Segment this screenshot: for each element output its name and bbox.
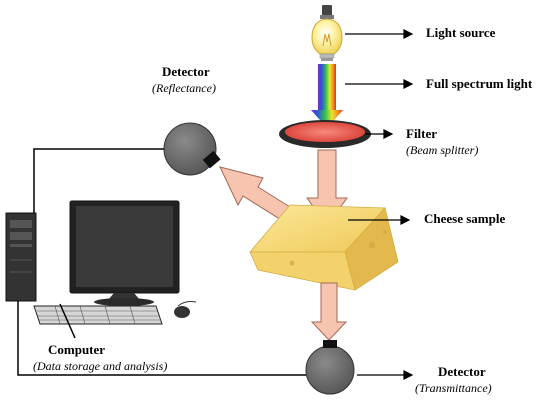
label-detector-transmittance-sub: (Transmittance): [415, 381, 492, 395]
full-spectrum-beam: [311, 64, 343, 128]
label-detector-reflectance-sub: (Reflectance): [152, 81, 216, 95]
label-light-source: Light source: [426, 25, 496, 40]
label-detector-reflectance: Detector: [162, 64, 210, 79]
label-filter-sub: (Beam splitter): [406, 143, 479, 157]
filter-icon: [279, 120, 371, 148]
label-filter: Filter: [406, 126, 438, 141]
transmittance-detector-icon: [305, 340, 355, 395]
label-pointers: [345, 29, 414, 380]
label-computer-sub: (Data storage and analysis): [33, 359, 168, 373]
label-computer: Computer: [48, 342, 106, 357]
label-cheese-sample: Cheese sample: [424, 211, 506, 226]
desktop-computer-icon: [5, 200, 197, 325]
transmission-arrow: [310, 282, 348, 341]
label-full-spectrum-light: Full spectrum light: [426, 76, 533, 91]
light-bulb-icon: [311, 5, 343, 61]
label-detector-transmittance: Detector: [438, 364, 486, 379]
connection-lines: [17, 148, 306, 376]
cheese-sample-icon: [249, 204, 399, 291]
reflectance-detector-icon: [163, 122, 221, 176]
